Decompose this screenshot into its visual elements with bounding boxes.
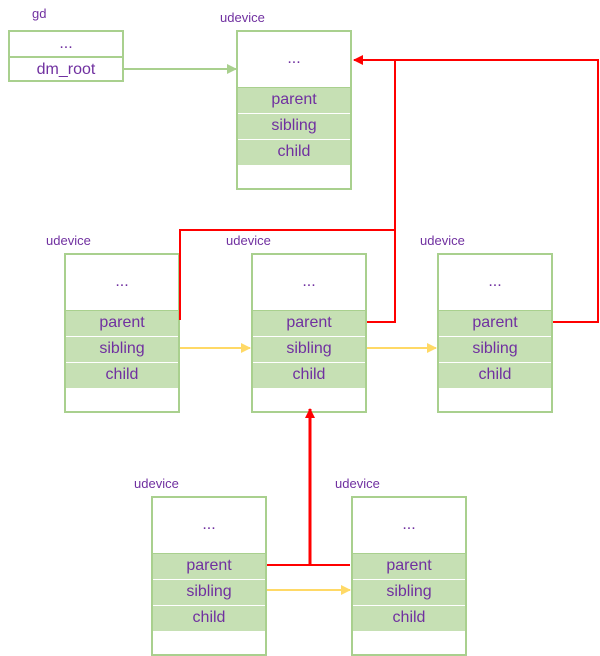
udevice-b2-ellipsis: ... bbox=[353, 498, 465, 554]
udevice-l2-parent: parent bbox=[253, 311, 365, 337]
parent-arrow-l3 bbox=[353, 55, 599, 323]
udevice-l2-ellipsis: ... bbox=[253, 255, 365, 311]
udevice-l2-sibling: sibling bbox=[253, 337, 365, 363]
udevice-root-parent: parent bbox=[238, 88, 350, 114]
udevice-label-root: udevice bbox=[220, 10, 265, 25]
udevice-label-b1: udevice bbox=[134, 476, 179, 491]
udevice-label-l2: udevice bbox=[226, 233, 271, 248]
udevice-l3-sibling: sibling bbox=[439, 337, 551, 363]
udevice-l2-child: child bbox=[253, 363, 365, 389]
udevice-l3-parent: parent bbox=[439, 311, 551, 337]
udevice-l1: ... parent sibling child bbox=[64, 253, 180, 413]
udevice-b1-parent: parent bbox=[153, 554, 265, 580]
udevice-b1-ellipsis: ... bbox=[153, 498, 265, 554]
udevice-l3-ellipsis: ... bbox=[439, 255, 551, 311]
udevice-l1-sibling: sibling bbox=[66, 337, 178, 363]
udevice-b1-child: child bbox=[153, 606, 265, 632]
udevice-l3-child: child bbox=[439, 363, 551, 389]
parent-arrow-l2 bbox=[367, 60, 396, 323]
udevice-l1-parent: parent bbox=[66, 311, 178, 337]
udevice-root-ellipsis: ... bbox=[238, 32, 350, 88]
udevice-b2-parent: parent bbox=[353, 554, 465, 580]
udevice-root-sibling: sibling bbox=[238, 114, 350, 140]
udevice-l1-child: child bbox=[66, 363, 178, 389]
gd-dm-root: dm_root bbox=[10, 56, 122, 80]
udevice-l2: ... parent sibling child bbox=[251, 253, 367, 413]
udevice-root-child: child bbox=[238, 140, 350, 166]
gd-ellipsis: ... bbox=[59, 35, 73, 52]
udevice-root: ... parent sibling child bbox=[236, 30, 352, 190]
gd-struct: ... dm_root bbox=[8, 30, 124, 82]
udevice-b2-child: child bbox=[353, 606, 465, 632]
udevice-l3: ... parent sibling child bbox=[437, 253, 553, 413]
parent-arrow-l1 bbox=[179, 60, 396, 320]
udevice-b2-sibling: sibling bbox=[353, 580, 465, 606]
gd-label: gd bbox=[32, 6, 47, 21]
udevice-label-l3: udevice bbox=[420, 233, 465, 248]
udevice-b1-sibling: sibling bbox=[153, 580, 265, 606]
udevice-l1-ellipsis: ... bbox=[66, 255, 178, 311]
udevice-label-l1: udevice bbox=[46, 233, 91, 248]
udevice-label-b2: udevice bbox=[335, 476, 380, 491]
